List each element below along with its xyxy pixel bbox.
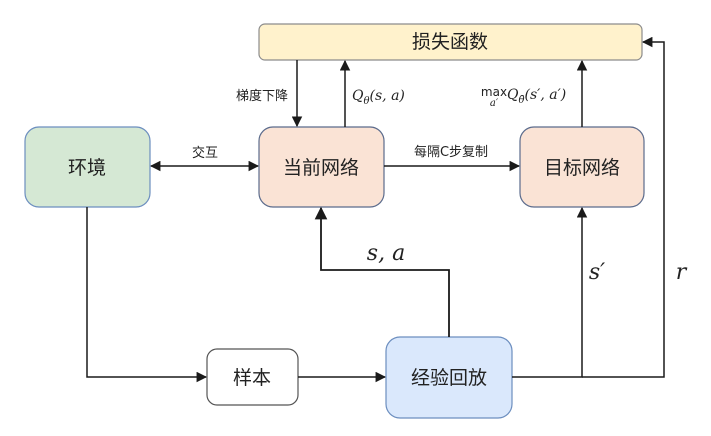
replay-to-current-arrow <box>314 206 450 337</box>
environment-label: 环境 <box>68 157 106 179</box>
sample-label: 样本 <box>233 367 271 389</box>
loss-function-label: 损失函数 <box>412 31 488 53</box>
env-to-sample-arrow <box>86 207 208 383</box>
copy-label: 每隔C步复制 <box>414 144 488 160</box>
sa-label: s, a <box>367 241 405 266</box>
r-label: r <box>676 260 688 285</box>
interact-label: 交互 <box>192 145 218 161</box>
target-network-label: 目标网络 <box>544 157 620 179</box>
experience-replay-label: 经验回放 <box>411 367 487 389</box>
replay-to-target-arrow <box>512 206 588 378</box>
q-theta-label: Qθ(s, a) <box>352 88 405 107</box>
reward-arrow <box>582 36 665 378</box>
q-target-label: Qθ̄(s′, a′) <box>507 87 566 106</box>
current-network-label: 当前网络 <box>283 157 359 179</box>
max-operator: max <box>481 85 507 99</box>
s-prime-label: s′ <box>589 260 605 285</box>
max-subscript: a′ <box>490 98 499 109</box>
gradient-descent-label: 梯度下降 <box>236 88 288 104</box>
